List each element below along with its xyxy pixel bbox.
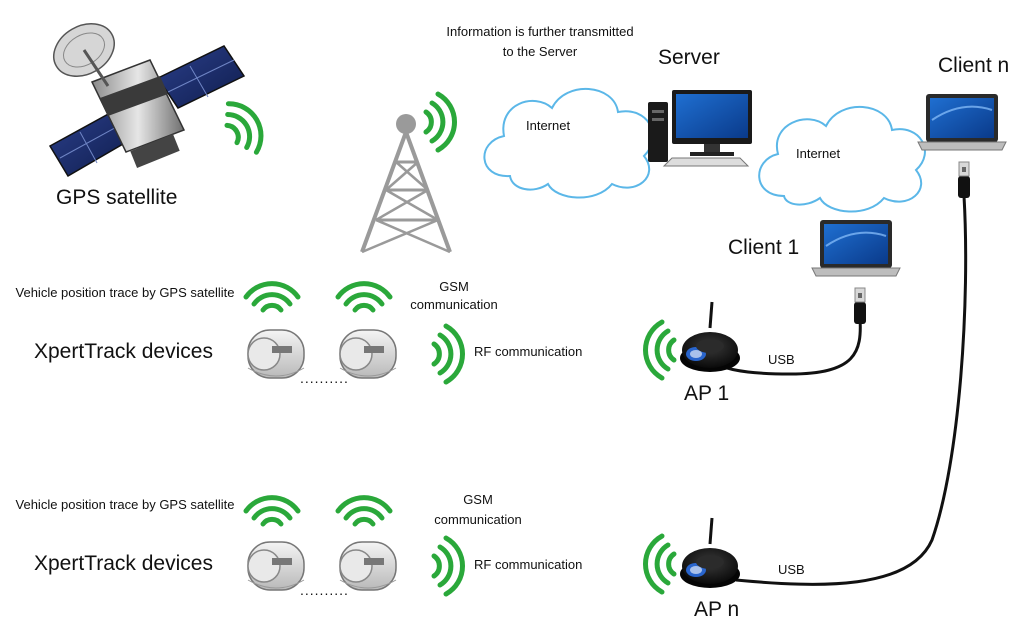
gsm-label-2: GSM communication bbox=[434, 492, 522, 527]
wireless-signal-icon bbox=[218, 95, 271, 158]
wireless-signal-icon bbox=[338, 498, 390, 524]
access-point-icon bbox=[678, 516, 742, 590]
gps-satellite-label: GPS satellite bbox=[56, 186, 178, 209]
rf-label-1: RF communication bbox=[474, 344, 583, 359]
internet-label-1: Internet bbox=[526, 118, 571, 133]
wireless-signal-icon bbox=[246, 498, 298, 524]
laptop-icon bbox=[917, 93, 1007, 151]
cell-tower-icon bbox=[360, 114, 452, 254]
tracker-device-icon bbox=[247, 541, 305, 591]
internet-label-2: Internet bbox=[796, 146, 841, 161]
server-label: Server bbox=[658, 46, 720, 69]
vehicle-trace-label-2: Vehicle position trace by GPS satellite bbox=[15, 497, 235, 512]
wireless-signal-icon bbox=[246, 284, 298, 310]
wireless-signal-icon bbox=[434, 538, 463, 594]
ap-n-label: AP n bbox=[694, 598, 740, 621]
cloud-icon bbox=[758, 105, 926, 213]
wireless-signal-icon bbox=[426, 94, 455, 150]
client-n-label: Client n bbox=[938, 54, 1010, 77]
wireless-signal-icon bbox=[645, 322, 674, 378]
tracker-device-icon bbox=[247, 329, 305, 379]
devices-label-2: XpertTrack devices bbox=[34, 552, 213, 575]
client-1-label: Client 1 bbox=[728, 236, 800, 259]
info-transmitted-label: Information is further transmitted to th… bbox=[446, 24, 634, 59]
usb-plug-icon bbox=[957, 161, 971, 199]
wireless-signal-icon bbox=[645, 536, 674, 592]
access-point-icon bbox=[678, 300, 742, 374]
rf-label-2: RF communication bbox=[474, 557, 583, 572]
server-icon bbox=[648, 90, 752, 167]
wireless-signal-icon bbox=[338, 284, 390, 310]
usb-label-1: USB bbox=[768, 352, 795, 367]
usb-label-2: USB bbox=[778, 562, 805, 577]
wireless-signal-icon bbox=[434, 326, 463, 382]
cloud-icon bbox=[483, 87, 654, 199]
usb-cable bbox=[735, 195, 968, 586]
gps-satellite-icon bbox=[48, 23, 246, 178]
laptop-icon bbox=[811, 219, 901, 277]
dots-label-1: .......... bbox=[300, 370, 349, 386]
devices-label-1: XpertTrack devices bbox=[34, 340, 213, 363]
usb-plug-icon bbox=[853, 287, 867, 325]
vehicle-trace-label-1: Vehicle position trace by GPS satellite bbox=[15, 285, 235, 300]
ap-1-label: AP 1 bbox=[684, 382, 730, 405]
dots-label-2: .......... bbox=[300, 582, 349, 598]
gsm-label-1: GSM communication bbox=[410, 279, 498, 312]
